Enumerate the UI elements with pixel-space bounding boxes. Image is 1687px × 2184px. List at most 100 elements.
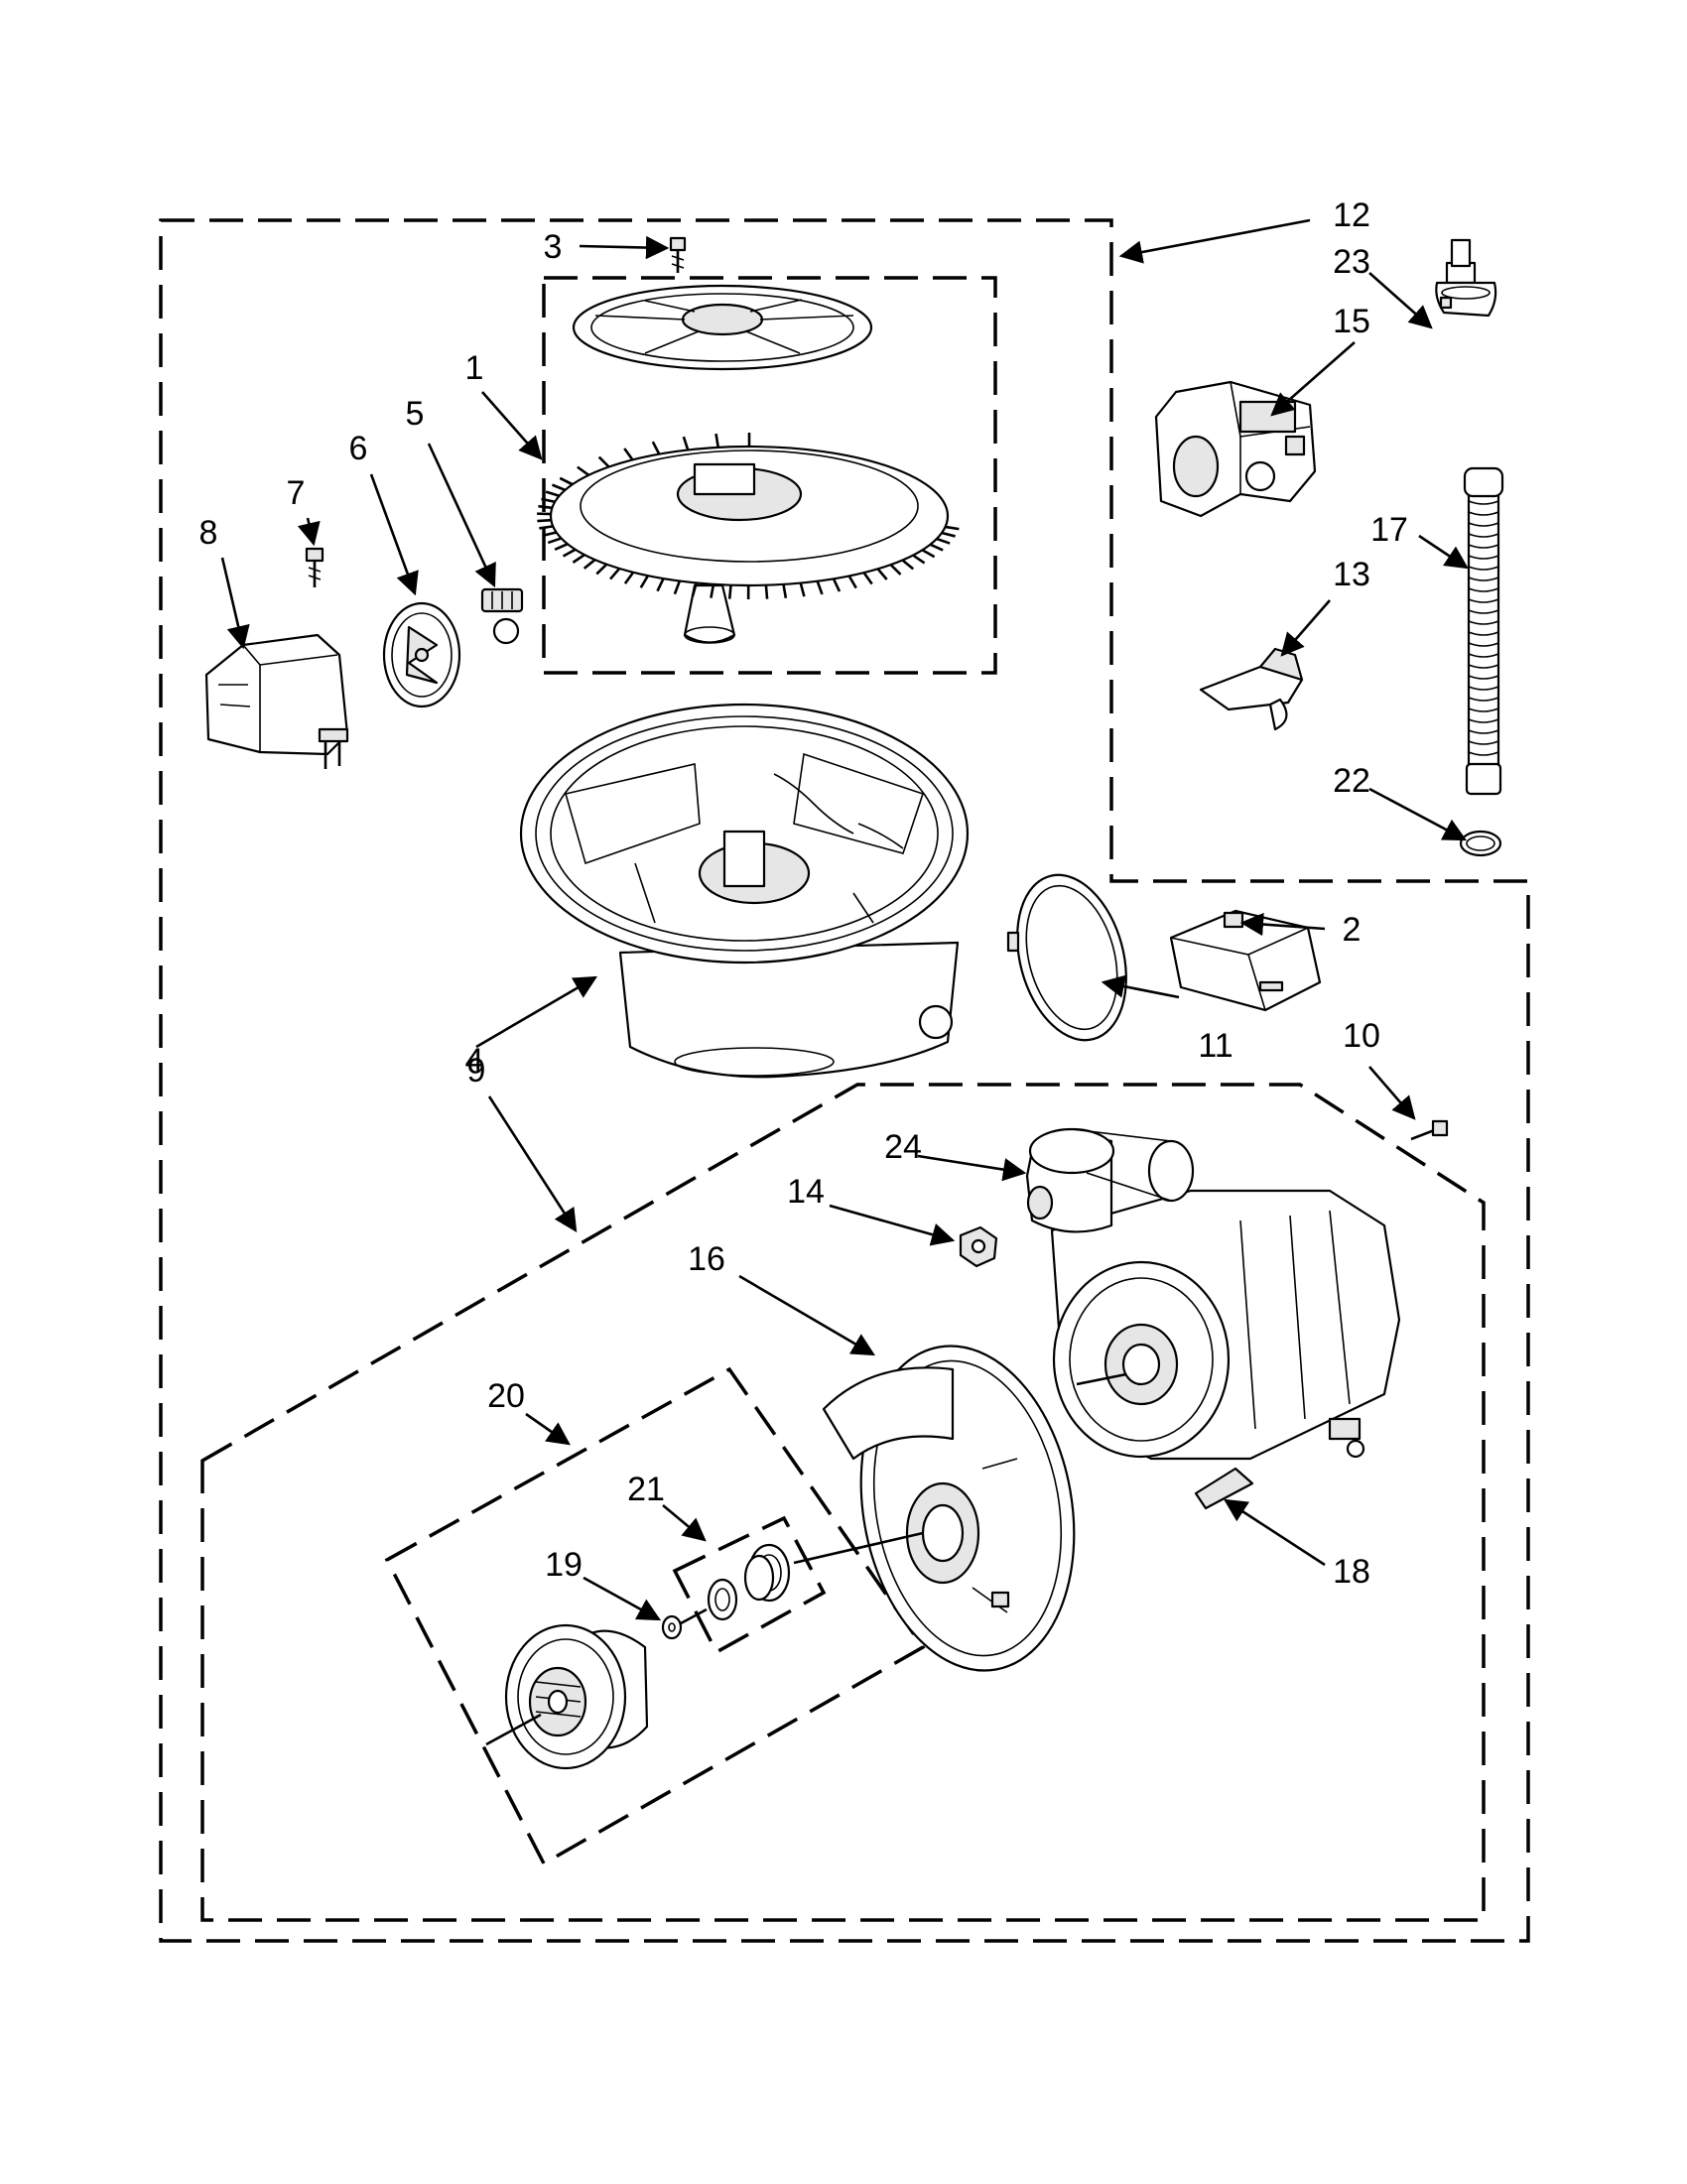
callout-8: 8 (199, 514, 218, 552)
filter-tooth (912, 554, 926, 565)
hose-rib (1468, 740, 1499, 745)
callout-15: 15 (1333, 303, 1370, 340)
filter-tooth (562, 548, 577, 558)
part-11-ring (1006, 873, 1127, 1042)
filter-tooth (583, 559, 596, 570)
filter-tooth (945, 525, 960, 531)
hose-rib (1468, 631, 1499, 636)
callout-7: 7 (287, 474, 306, 512)
filter-tooth (597, 455, 610, 468)
part-3-screw (669, 236, 687, 273)
filter-tooth (651, 441, 661, 455)
part-2-bracket (1169, 909, 1322, 1012)
callout-17: 17 (1370, 511, 1408, 549)
filter-tooth (559, 476, 574, 486)
hose-rib (1468, 577, 1499, 581)
filter-tooth (542, 531, 557, 538)
hose-rib (1468, 686, 1499, 691)
hose-rib (1468, 675, 1499, 680)
callout-18: 18 (1333, 1553, 1370, 1591)
filter-tooth (673, 580, 682, 595)
hose-rib (1468, 544, 1499, 549)
assembly-axis-line (793, 1531, 924, 1565)
callout-22: 22 (1333, 762, 1370, 800)
filter-tooth (539, 525, 554, 530)
hose-rib (1468, 598, 1499, 603)
filter-tooth (862, 572, 873, 585)
part-21-seal (707, 1543, 791, 1621)
callout-19: 19 (545, 1546, 583, 1584)
assembly-axis-line (680, 1607, 708, 1625)
filter-tooth (577, 465, 589, 476)
hose-rib (1468, 707, 1499, 712)
filter-tooth (941, 531, 956, 538)
part-14-nut (959, 1225, 998, 1268)
part-1-filter-assembly (537, 284, 960, 644)
filter-tooth (714, 433, 719, 449)
part-4-sump (519, 703, 970, 1079)
hose-rib (1468, 587, 1499, 592)
filter-tooth (921, 549, 936, 559)
part-16-pump-housing (822, 1345, 1076, 1672)
hose-rib (1468, 620, 1499, 625)
filter-tooth (595, 563, 608, 576)
part-15-pump (1154, 380, 1317, 518)
leader-lines (220, 218, 1469, 1621)
hose-rib (1468, 718, 1499, 723)
callout-6: 6 (349, 430, 368, 467)
hose-rib (1468, 664, 1499, 669)
filter-tooth (537, 518, 552, 523)
hose-rib (1468, 653, 1499, 658)
hose-rib (1468, 642, 1499, 647)
callout-16: 16 (688, 1240, 725, 1278)
filter-tooth (538, 504, 553, 510)
filter-tooth (782, 583, 788, 598)
filter-tooth (832, 578, 842, 592)
hose-rib (1468, 609, 1499, 614)
callout-21: 21 (627, 1471, 665, 1508)
part-18-motor (1050, 1189, 1401, 1510)
part-20-impeller (504, 1623, 649, 1770)
callout-9: 9 (467, 1052, 486, 1090)
filter-tooth (710, 583, 715, 598)
callout-23: 23 (1333, 243, 1370, 281)
filter-tooth (889, 564, 902, 576)
part-10-screw (1410, 1119, 1449, 1141)
filter-tooth (727, 584, 732, 599)
hose-rib (1468, 729, 1499, 734)
part-24-capacitor (1025, 1127, 1195, 1233)
callout-13: 13 (1333, 556, 1370, 593)
callout-2: 2 (1343, 911, 1362, 949)
hose-rib (1468, 522, 1499, 527)
callout-14: 14 (787, 1173, 825, 1211)
outer-assembly-boundary (159, 218, 1530, 1943)
part-19-washer (661, 1614, 683, 1640)
hose-rib (1468, 533, 1499, 538)
filter-tooth (572, 553, 585, 564)
filter-tooth (901, 559, 915, 571)
filter-tooth (929, 543, 944, 552)
callout-11: 11 (1198, 1027, 1233, 1065)
filter-tooth (876, 568, 888, 580)
hose-rib (1468, 697, 1499, 702)
part-6-chopper (382, 601, 461, 708)
callout-5: 5 (406, 395, 425, 433)
part-13-clip (1199, 647, 1304, 731)
callout-10: 10 (1343, 1017, 1380, 1055)
sump-filter-group-boundary (542, 276, 997, 675)
filter-tooth (656, 578, 665, 592)
filter-tooth (816, 580, 824, 595)
assembly-axis-line (485, 1713, 542, 1746)
seal-kit-group-boundary (384, 1366, 926, 1866)
part-5-clip (480, 587, 524, 645)
hose-rib (1468, 511, 1499, 516)
filter-tooth (623, 572, 635, 584)
filter-tooth (545, 490, 560, 497)
filter-tooth (799, 582, 806, 597)
hose-rib (1468, 500, 1499, 505)
filter-tooth (547, 537, 562, 545)
part-17-hose (1463, 466, 1504, 796)
hose-rib (1468, 751, 1499, 756)
filter-tooth (764, 584, 769, 599)
